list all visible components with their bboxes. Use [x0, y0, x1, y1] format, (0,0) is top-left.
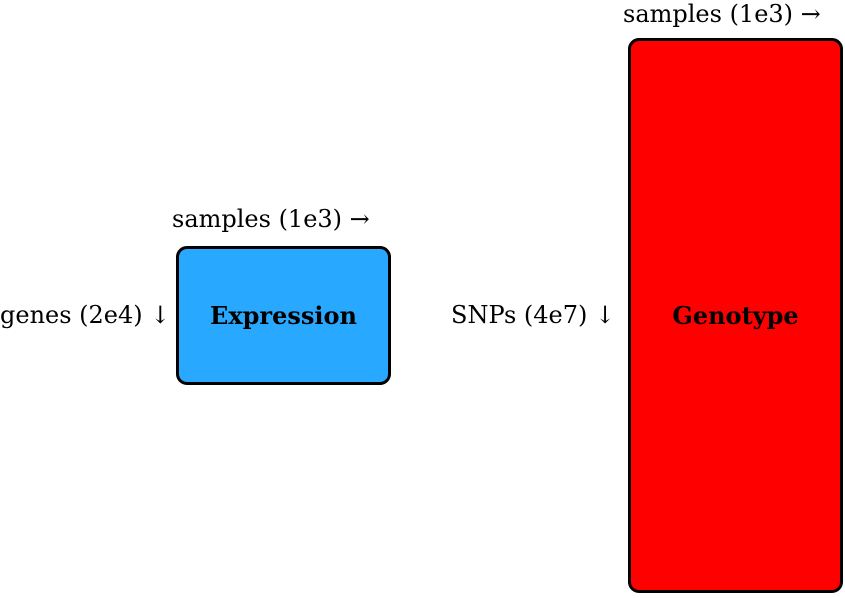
genotype-samples-label: samples (1e3) → — [623, 0, 821, 28]
genotype-snps-label: SNPs (4e7) ↓ — [451, 301, 616, 329]
genotype-title: Genotype — [672, 300, 799, 330]
expression-samples-label: samples (1e3) → — [172, 205, 370, 233]
expression-title: Expression — [210, 300, 357, 330]
expression-matrix-box: Expression — [176, 246, 391, 385]
genotype-matrix-box: Genotype — [628, 38, 843, 593]
expression-genes-label: genes (2e4) ↓ — [0, 301, 171, 329]
